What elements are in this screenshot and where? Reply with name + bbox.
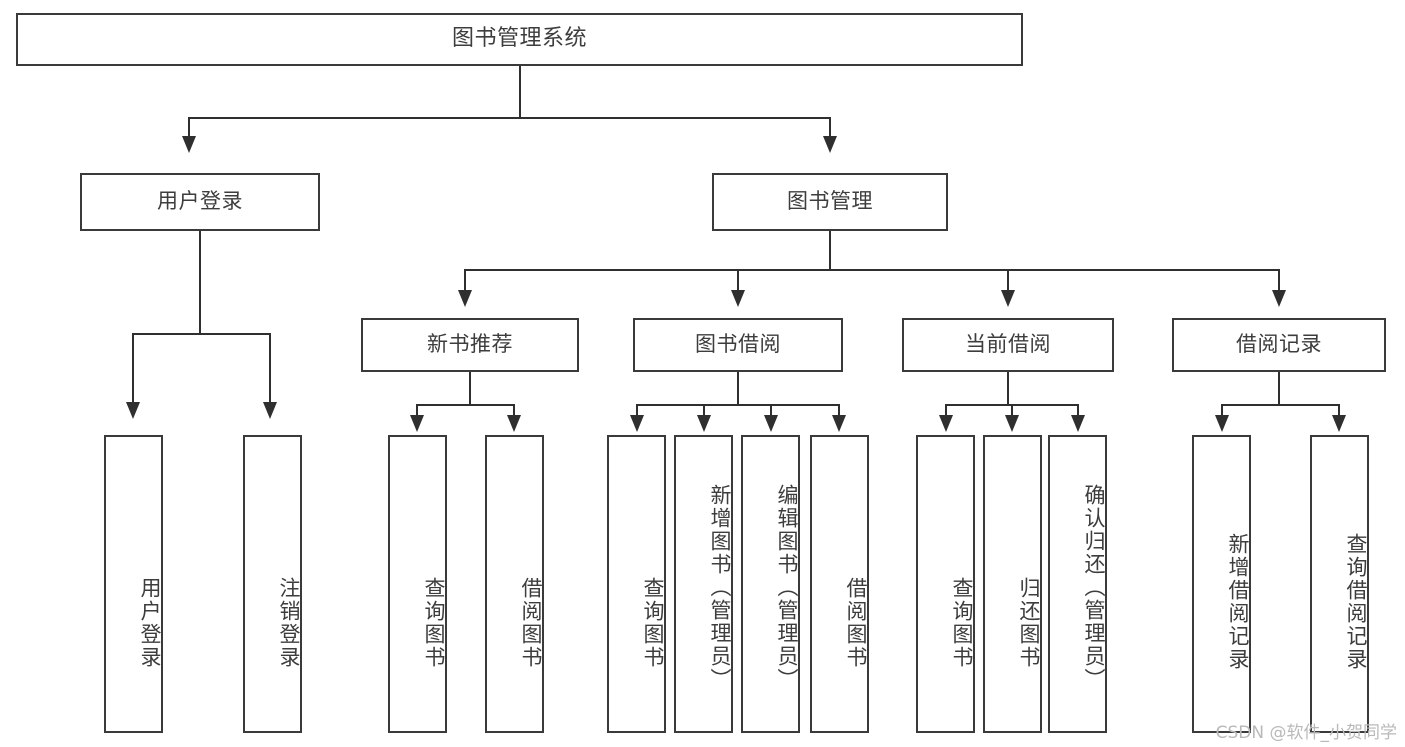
connector-nbr-drop-1 [416, 404, 418, 417]
arrow-bb-leaf-2 [697, 415, 711, 432]
arrow-user-login-leaf-2 [263, 402, 277, 419]
connector-user-login-stem [199, 231, 201, 334]
connector-bb-drop-1 [636, 404, 638, 417]
leaf-query-book-current[interactable]: 查询图书 [916, 435, 975, 733]
arrow-br-leaf-1 [1215, 415, 1229, 432]
arrow-user-login-leaf-1 [126, 402, 140, 419]
connector-bb-drop-3 [770, 404, 772, 417]
connector-nbr-bus [416, 404, 515, 406]
node-label: 图书管理 [787, 189, 873, 214]
node-label: 新增借阅记录 [1226, 533, 1250, 671]
connector-root-to-user-login [188, 117, 190, 138]
arrow-to-book-management [823, 136, 837, 153]
node-label: 新增图书（管理员） [708, 483, 732, 691]
node-label: 新书推荐 [427, 332, 513, 357]
node-root-book-management-system[interactable]: 图书管理系统 [16, 13, 1023, 66]
connector-nbr-stem [469, 372, 471, 406]
connector-bm-drop-3 [1007, 269, 1009, 292]
node-label: 注销登录 [277, 577, 301, 669]
node-label: 查询图书 [422, 577, 446, 669]
connector-bb-bus [636, 404, 839, 406]
leaf-add-book-admin[interactable]: 新增图书（管理员） [674, 435, 733, 733]
connector-br-stem [1278, 372, 1280, 406]
connector-nbr-drop-2 [513, 404, 515, 417]
node-label: 借阅图书 [519, 577, 543, 669]
leaf-borrow-book-recommend[interactable]: 借阅图书 [485, 435, 544, 733]
connector-bm-drop-4 [1278, 269, 1280, 292]
arrow-br-leaf-2 [1332, 415, 1346, 432]
node-label: 查询图书 [641, 577, 665, 669]
connector-bm-drop-1 [464, 269, 466, 292]
arrow-cb-leaf-1 [939, 415, 953, 432]
csdn-watermark: CSDN @软件_小贺同学 [1215, 723, 1397, 743]
arrow-bb-leaf-3 [764, 415, 778, 432]
connector-cb-drop-2 [1011, 404, 1013, 417]
leaf-return-book[interactable]: 归还图书 [983, 435, 1042, 733]
connector-book-management-bus [464, 269, 1280, 271]
leaf-edit-book-admin[interactable]: 编辑图书（管理员） [741, 435, 800, 733]
connector-book-management-stem [829, 231, 831, 271]
arrow-cb-leaf-3 [1071, 415, 1085, 432]
arrow-bb-leaf-4 [832, 415, 846, 432]
node-user-login[interactable]: 用户登录 [80, 173, 320, 231]
arrow-to-borrow-record [1272, 290, 1286, 307]
arrow-nbr-leaf-1 [410, 415, 424, 432]
leaf-user-logout[interactable]: 注销登录 [243, 435, 302, 733]
arrow-nbr-leaf-2 [507, 415, 521, 432]
leaf-borrow-book[interactable]: 借阅图书 [810, 435, 869, 733]
node-label: 确认归还（管理员） [1082, 483, 1106, 691]
node-label: 当前借阅 [965, 332, 1051, 357]
connector-user-login-drop-1 [132, 333, 134, 404]
connector-bb-drop-2 [703, 404, 705, 417]
node-label: 归还图书 [1017, 577, 1041, 669]
leaf-query-book-recommend[interactable]: 查询图书 [388, 435, 447, 733]
connector-br-drop-1 [1221, 404, 1223, 417]
connector-bm-drop-2 [737, 269, 739, 292]
node-label: 查询图书 [950, 577, 974, 669]
connector-user-login-bus [132, 333, 270, 335]
node-label: 图书管理系统 [451, 26, 587, 52]
connector-br-drop-2 [1338, 404, 1340, 417]
node-new-book-recommend[interactable]: 新书推荐 [361, 318, 579, 372]
leaf-query-borrow-record[interactable]: 查询借阅记录 [1310, 435, 1369, 733]
node-label: 图书借阅 [695, 332, 781, 357]
connector-bb-drop-4 [838, 404, 840, 417]
connector-cb-drop-3 [1077, 404, 1079, 417]
connector-cb-drop-1 [945, 404, 947, 417]
node-label: 查询借阅记录 [1344, 533, 1368, 671]
arrow-cb-leaf-2 [1005, 415, 1019, 432]
arrow-bb-leaf-1 [630, 415, 644, 432]
connector-user-login-drop-2 [269, 333, 271, 404]
connector-root-bus [188, 117, 831, 119]
connector-cb-stem [1007, 372, 1009, 406]
node-label: 借阅图书 [844, 577, 868, 669]
leaf-user-login[interactable]: 用户登录 [104, 435, 163, 733]
node-label: 借阅记录 [1236, 332, 1322, 357]
arrow-to-current-borrow [1001, 290, 1015, 307]
leaf-confirm-return-admin[interactable]: 确认归还（管理员） [1048, 435, 1107, 733]
node-current-borrow[interactable]: 当前借阅 [902, 318, 1114, 372]
node-label: 编辑图书（管理员） [775, 483, 799, 691]
arrow-to-book-borrow [731, 290, 745, 307]
node-book-borrow[interactable]: 图书借阅 [633, 318, 843, 372]
connector-bb-stem [737, 372, 739, 406]
connector-br-bus [1221, 404, 1340, 406]
arrow-to-new-book-recommend [458, 290, 472, 307]
node-label: 用户登录 [138, 577, 162, 669]
node-book-management[interactable]: 图书管理 [712, 173, 948, 231]
node-borrow-record[interactable]: 借阅记录 [1172, 318, 1386, 372]
connector-root-stem [519, 66, 521, 117]
node-label: 用户登录 [157, 189, 243, 214]
leaf-add-borrow-record[interactable]: 新增借阅记录 [1192, 435, 1251, 733]
arrow-to-user-login [182, 136, 196, 153]
connector-root-to-book-management [829, 117, 831, 138]
leaf-query-book-borrow[interactable]: 查询图书 [607, 435, 666, 733]
